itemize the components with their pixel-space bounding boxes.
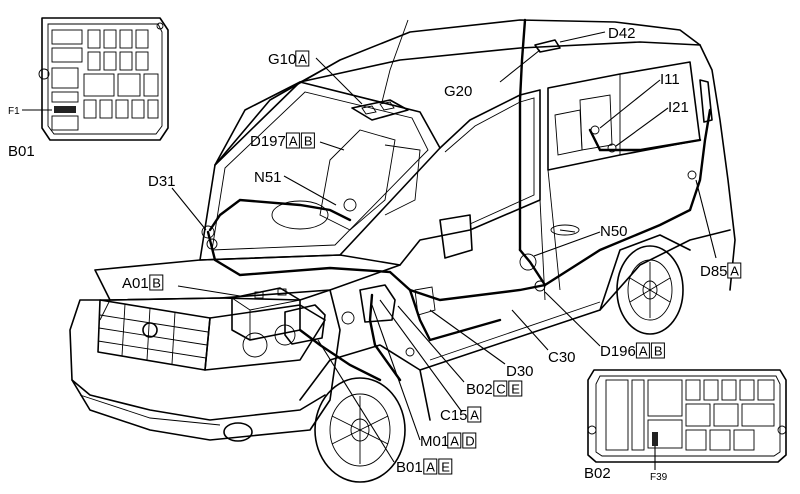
- label-i11: I11: [660, 71, 680, 88]
- label-d197-code: D197: [250, 133, 286, 150]
- inset-b01-fusebox: F1 B01: [8, 17, 169, 160]
- label-c30: C30: [548, 349, 576, 366]
- inset-b02-fuse-label: F39: [650, 472, 668, 483]
- label-d31-code: D31: [148, 173, 176, 190]
- label-d197-box-0: [285, 132, 300, 149]
- van-illustration: [69, 19, 736, 483]
- label-b02c-box-text-0: C: [496, 382, 505, 397]
- label-n51-code: N51: [254, 169, 282, 186]
- label-d42-code: D42: [608, 25, 636, 42]
- label-b02c-box-0: [493, 380, 508, 397]
- label-g20: G20: [444, 83, 472, 100]
- label-d196-box-0: [635, 342, 650, 359]
- label-i21-code: I21: [668, 99, 689, 116]
- label-d30-code: D30: [506, 363, 534, 380]
- label-d85-box-0: [727, 262, 742, 279]
- label-d85-box-text-0: A: [730, 264, 739, 279]
- label-d197-box-1: [300, 132, 315, 149]
- label-c15-code: C15: [440, 407, 468, 424]
- inset-b02-title: B02: [584, 465, 611, 482]
- label-g10-box-0: [295, 50, 310, 67]
- label-n51: N51: [254, 169, 282, 186]
- inset-b02-fusebox: B02 F39: [584, 369, 787, 483]
- label-g10-box-text-0: A: [298, 52, 307, 67]
- label-c15-box-0: [467, 406, 482, 423]
- label-c15-box-text-0: A: [470, 408, 479, 423]
- label-a01-box-text-0: B: [152, 276, 161, 291]
- label-b01a-box-0: [423, 458, 438, 475]
- label-b01a-box-text-0: A: [426, 460, 435, 475]
- label-m01-box-text-1: D: [465, 434, 474, 449]
- label-n50-code: N50: [600, 223, 628, 240]
- label-d196-code: D196: [600, 343, 636, 360]
- label-d197-box-text-1: B: [304, 134, 313, 149]
- label-c30-code: C30: [548, 349, 576, 366]
- label-b02c-box-1: [508, 380, 523, 397]
- label-d31: D31: [148, 173, 176, 190]
- label-d42: D42: [608, 25, 636, 42]
- inset-b01-fuse-label: F1: [8, 106, 20, 117]
- label-d30: D30: [506, 363, 534, 380]
- label-d196-box-1: [650, 342, 665, 359]
- label-m01-code: M01: [420, 433, 449, 450]
- inset-b01-title: B01: [8, 143, 35, 160]
- label-m01-box-0: [447, 432, 462, 449]
- label-n50: N50: [600, 223, 628, 240]
- label-i11-code: I11: [660, 71, 680, 88]
- label-b01a-code: B01: [396, 459, 423, 476]
- label-a01-box-0: [149, 274, 164, 291]
- label-b02c-box-text-1: E: [511, 382, 520, 397]
- label-b02c-code: B02: [466, 381, 493, 398]
- label-m01-box-text-0: A: [450, 434, 459, 449]
- label-d197-box-text-0: A: [289, 134, 298, 149]
- label-g20-code: G20: [444, 83, 472, 100]
- label-i21: I21: [668, 99, 689, 116]
- leader-lines: [171, 31, 717, 463]
- label-d196-box-text-1: B: [654, 344, 663, 359]
- label-d196-box-text-0: A: [639, 344, 648, 359]
- label-g10-code: G10: [268, 51, 296, 68]
- label-b01a-box-text-1: E: [441, 460, 450, 475]
- label-m01-box-1: [462, 432, 477, 449]
- label-d85-code: D85: [700, 263, 728, 280]
- label-b01a-box-1: [438, 458, 453, 475]
- wiring-harness: [201, 18, 712, 382]
- label-a01-code: A01: [122, 275, 149, 292]
